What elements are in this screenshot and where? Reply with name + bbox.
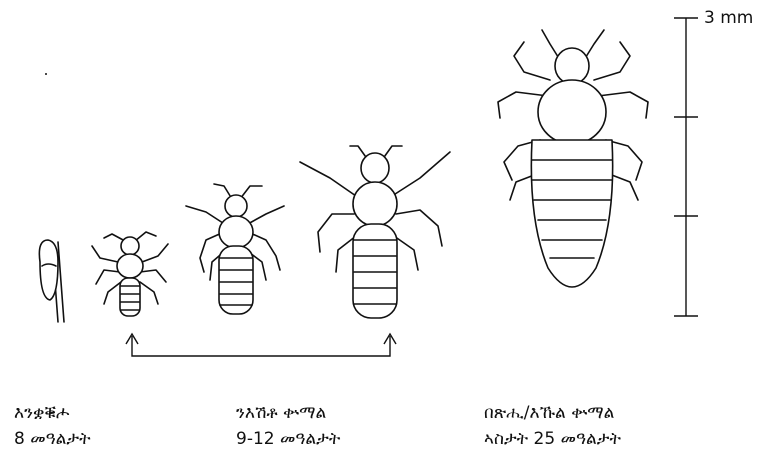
- nymph-range-bracket: [126, 334, 396, 356]
- nymph-stage-name: ንእሽቶ ቍማል: [236, 402, 326, 424]
- adult-stage-duration: ኣስታት 25 መዓልታት: [484, 428, 621, 450]
- adult-louse-drawing: [498, 30, 648, 287]
- nymph-stage-duration: 9-12 መዓልታት: [236, 428, 340, 450]
- nymph-medium-drawing: [186, 184, 284, 314]
- nymph-large-drawing: [300, 146, 450, 318]
- egg-stage-name: እንቋቑሖ: [14, 402, 70, 424]
- egg-stage-duration: 8 መዓልታት: [14, 428, 91, 450]
- scale-bar: [674, 18, 698, 316]
- scale-label: 3 mm: [704, 8, 753, 28]
- nymph-small-drawing: [92, 232, 168, 316]
- egg-nit-drawing: [39, 240, 64, 322]
- adult-stage-name: በጽሒ/እኹል ቍማል: [484, 402, 614, 424]
